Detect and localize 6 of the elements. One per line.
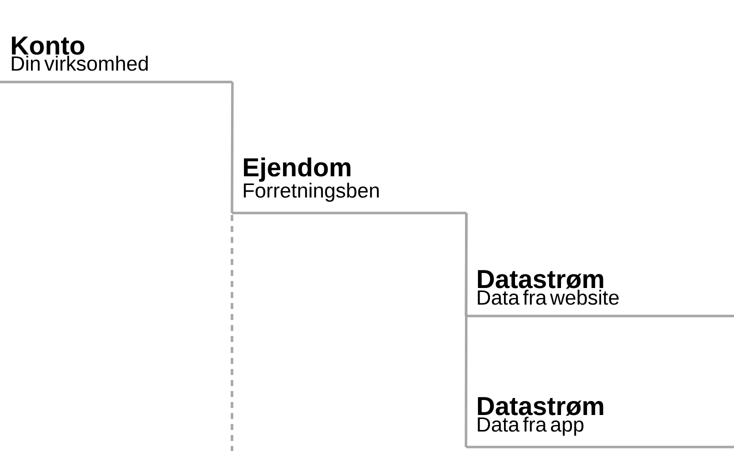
connector-line (230, 82, 234, 213)
step-block: Konto Din virksomhed (0, 36, 232, 84)
connector-line (464, 213, 468, 447)
step-block: Ejendom Forretningsben (232, 157, 466, 214)
step-block: Datastrøm Data fra website (466, 270, 734, 318)
step-block: Datastrøm Data fra app (466, 397, 734, 448)
